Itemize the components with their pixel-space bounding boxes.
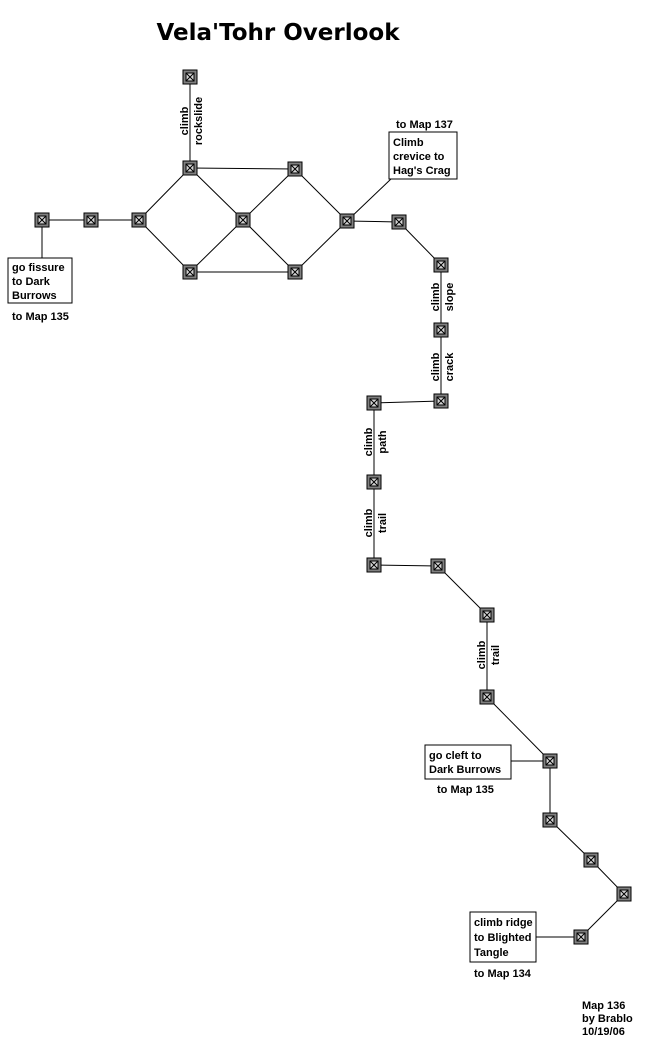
exit-map-135-west[interactable]: go fissure to Dark Burrows to Map 135 [7,257,73,323]
room-marker[interactable] [616,886,632,902]
room-marker[interactable] [542,753,558,769]
room-marker[interactable] [391,214,407,230]
edge-label-climb-trail-2: climb trail [476,640,502,669]
room-marker[interactable] [182,264,198,280]
exit-footer: to Map 135 [12,311,69,323]
edge-label-direction: slope [444,283,456,312]
edge-label-climb-slope: climb slope [430,282,456,311]
edge [138,167,191,221]
edge-label-climb-path: climb path [363,427,389,456]
room-marker[interactable] [235,212,251,228]
edge [189,167,244,221]
edge [189,167,296,170]
edge [242,219,296,273]
edge [373,400,442,404]
room-marker[interactable] [573,929,589,945]
edge [242,168,296,221]
exit-box [7,257,73,304]
exit-line: Hag's Crag [393,165,451,177]
room-marker[interactable] [83,212,99,228]
room-marker[interactable] [433,257,449,273]
room-marker[interactable] [433,322,449,338]
exit-line: go cleft to [429,750,482,762]
exit-map-134[interactable]: climb ridge to Blighted Tangle to Map 13… [469,911,537,980]
room-marker[interactable] [479,607,495,623]
edge-label-direction: trail [377,513,389,533]
room-marker[interactable] [366,395,382,411]
exit-box [388,131,458,180]
exit-map-135-south[interactable]: go cleft to Dark Burrows to Map 135 [424,744,512,796]
edge [437,565,488,616]
room-marker[interactable] [366,557,382,573]
room-marker[interactable] [182,69,198,85]
exit-box [469,911,537,963]
edge [294,220,348,273]
edge-label-climb-trail-1: climb trail [363,508,389,537]
edge [373,564,439,567]
room-marker[interactable] [287,161,303,177]
room-marker[interactable] [433,393,449,409]
exit-line: to Blighted [474,932,531,944]
exit-footer: to Map 134 [474,968,532,980]
edge-label-climb-crack: climb crack [430,352,456,382]
edge [346,220,400,223]
edge-label-climb-rockslide: climb rockslide [179,97,205,145]
exit-line: crevice to [393,151,445,163]
edge [486,696,551,762]
credits-map-number: Map 136 [582,1000,625,1012]
edge-label-verb: climb [476,640,488,669]
edge-label-direction: path [377,430,389,454]
credits-author: by Brablo [582,1013,633,1025]
edge-label-verb: climb [179,106,191,135]
edge-label-verb: climb [363,508,375,537]
room-marker[interactable] [131,212,147,228]
room-marker[interactable] [583,852,599,868]
edge [189,219,244,273]
exit-line: Burrows [12,290,57,302]
room-marker[interactable] [366,474,382,490]
exit-footer: to Map 135 [437,784,494,796]
edge [138,219,191,273]
room-marker[interactable] [34,212,50,228]
exit-line: to Dark [12,276,51,288]
room-marker[interactable] [430,558,446,574]
room-marker[interactable] [182,160,198,176]
room-marker[interactable] [339,213,355,229]
credits-date: 10/19/06 [582,1026,625,1038]
exit-line: Dark Burrows [429,764,501,776]
edge-label-direction: crack [444,352,456,382]
edge-label-direction: trail [490,645,502,665]
room-marker[interactable] [479,689,495,705]
map-credits: Map 136 by Brablo 10/19/06 [582,1000,633,1038]
edges [41,77,625,938]
edge-label-verb: climb [430,282,442,311]
edge-label-verb: climb [363,427,375,456]
rooms [34,69,632,945]
exit-heading: to Map 137 [396,119,453,131]
edge-label-direction: rockslide [193,97,205,145]
room-marker[interactable] [542,812,558,828]
exit-box [424,744,512,780]
edge-label-verb: climb [430,352,442,381]
exit-line: Climb [393,137,424,149]
exit-line: Tangle [474,947,509,959]
edge [294,168,348,222]
exit-line: climb ridge [474,917,533,929]
exit-map-137[interactable]: to Map 137 Climb crevice to Hag's Crag [388,119,458,180]
exit-line: go fissure [12,262,65,274]
map-title: Vela'Tohr Overlook [156,20,400,46]
room-marker[interactable] [287,264,303,280]
